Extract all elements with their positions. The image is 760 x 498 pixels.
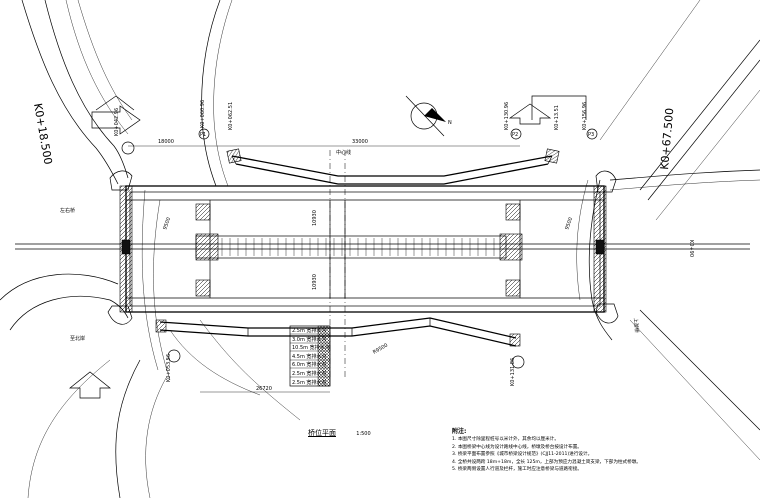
left-road-lines [0,0,301,498]
pier-markers [198,128,598,140]
dim-mid-2: 10930 [312,274,318,290]
chainage-br: K0+131.86 [510,358,516,386]
center-label: 中心线 [336,149,351,156]
chainage-tl1: K0+042.96 [114,108,120,136]
road-right-label: 上游桥 [632,318,640,334]
dim-top-left: 18000 [158,139,174,145]
north-label: N [448,120,452,126]
pier-label-p3: P3 [588,132,594,138]
wing-walls [107,141,619,369]
dimension-lines [128,145,520,393]
chainage-tl3: K0+062.51 [228,102,234,130]
note-item: 4. 全桥共设两跨 18m+18m，全长 125m，上部为预应力混凝土简支梁，下… [452,459,641,465]
bottom-walkway [155,317,521,347]
drawing-caption: 桥位平面 1:500 [308,428,371,438]
top-walkway [226,148,560,185]
station-left: K0+18.500 [31,102,55,165]
north-arrow [405,95,446,137]
right-road-lines [531,0,760,461]
dim-mid-3: 9500 [564,217,574,231]
note-item: 2. 本图桥梁中心线为设计路线中心线，桥墩及桥台按设计布置。 [452,444,582,450]
chainage-tl2: K0+060.96 [200,100,206,128]
legend-item-5: 6.0m 宽排水沟 [292,361,326,368]
note-item: 3. 桥梁平面布置参照《城市桥梁设计规范》(CJJ11-2011)进行设计。 [452,452,593,458]
note-item: 1. 本图尺寸除里程桩号以米计外，其余均以厘米计。 [452,437,559,443]
legend-item-2: 3.0m 宽排水沟 [292,336,326,343]
legend-item-1: 2.5m 宽排水沟 [292,327,326,334]
dim-mid-1: 10930 [312,210,318,226]
caption-scale: 1:500 [356,431,371,437]
road-left-label: 左右桥 [60,207,75,214]
south-label: 至北岸 [70,335,85,342]
legend-item-7: 2.5m 宽排水沟 [292,379,326,386]
pier-label-p2: P2 [512,132,518,138]
dim-bottom-radius: R9500 [372,342,389,355]
station-right: K0+67.500 [658,107,676,170]
bridge-deck [119,185,607,313]
legend-table [289,325,331,387]
legend-item-6: 2.5m 宽排水沟 [292,370,326,377]
dim-top-right: 33000 [352,139,368,145]
notes-block: 附注: 1. 本图尺寸除里程桩号以米计外，其余均以厘米计。 2. 本图桥梁中心线… [452,428,752,473]
caption-title: 桥位平面 [308,429,336,437]
chainage-tr3: K0+156.96 [582,102,588,130]
dim-left-width: 9500 [162,217,172,231]
far-right-label: K0+90 [688,240,694,257]
dim-bottom: 26720 [256,386,272,392]
legend-item-3: 10.5m 宽排水沟 [292,344,330,351]
notes-title: 附注: [452,428,467,435]
chainage-tr1: K0+130.96 [504,102,510,130]
chainage-tr2: K0+13.51 [554,105,560,130]
flow-arrows [69,95,552,399]
legend-item-4: 4.5m 宽排水沟 [292,353,326,360]
pier-label-p1: P1 [200,132,206,138]
chainage-bl: K0+053.56 [166,354,172,382]
note-item: 5. 桥梁两侧设置人行道及栏杆，施工时应注意桥梁与道路衔接。 [452,467,582,473]
